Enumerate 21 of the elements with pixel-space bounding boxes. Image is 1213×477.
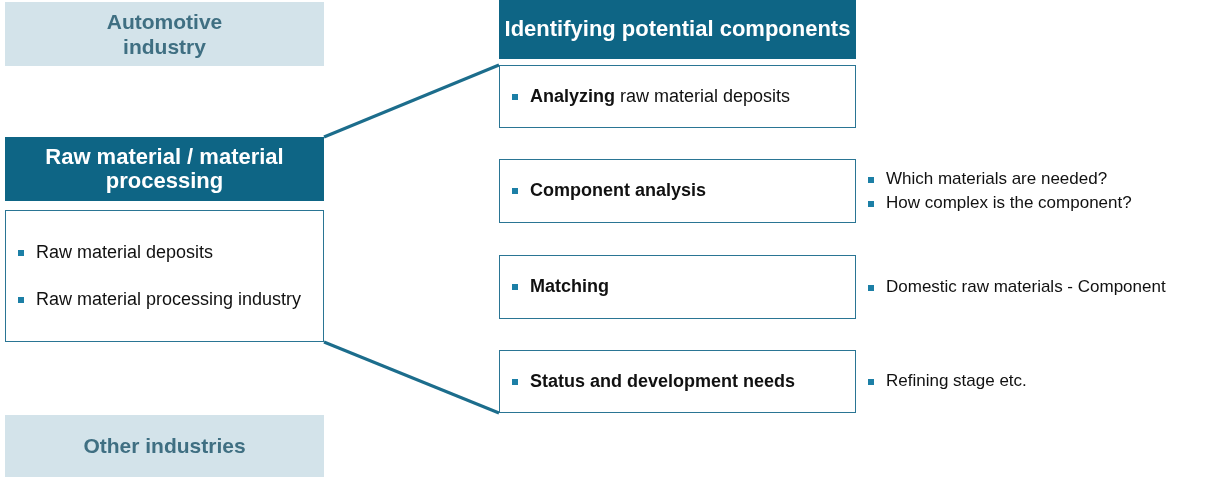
bullet-box: [5, 210, 324, 342]
bullet-box: [499, 350, 856, 413]
faded-box: Automotive industry: [5, 2, 324, 66]
connector-line: [323, 63, 500, 139]
bullet-note: Domestic raw materials - Component: [868, 274, 1166, 300]
bullet-note: Refining stage etc.: [868, 369, 1027, 394]
header-box: Identifying potential components: [499, 0, 856, 59]
bullet-text: Raw material processing industry: [18, 287, 323, 313]
header-box: Raw material / material processing: [5, 137, 324, 201]
bullet-note: How complex is the component?: [868, 191, 1132, 216]
bullet-text: Analyzing raw material deposits: [512, 83, 855, 110]
connector-line: [323, 340, 500, 415]
faded-box: Other industries: [5, 415, 324, 477]
bullet-box: [499, 159, 856, 223]
bullet-note: Which materials are needed?: [868, 166, 1132, 192]
bullet-box: [499, 255, 856, 319]
bullet-text: Status and development needs: [512, 368, 855, 395]
bullet-box: [499, 65, 856, 128]
bullet-text: Matching: [512, 274, 855, 300]
bullet-text: Raw material deposits: [18, 239, 323, 265]
bullet-text: Component analysis: [512, 178, 855, 204]
